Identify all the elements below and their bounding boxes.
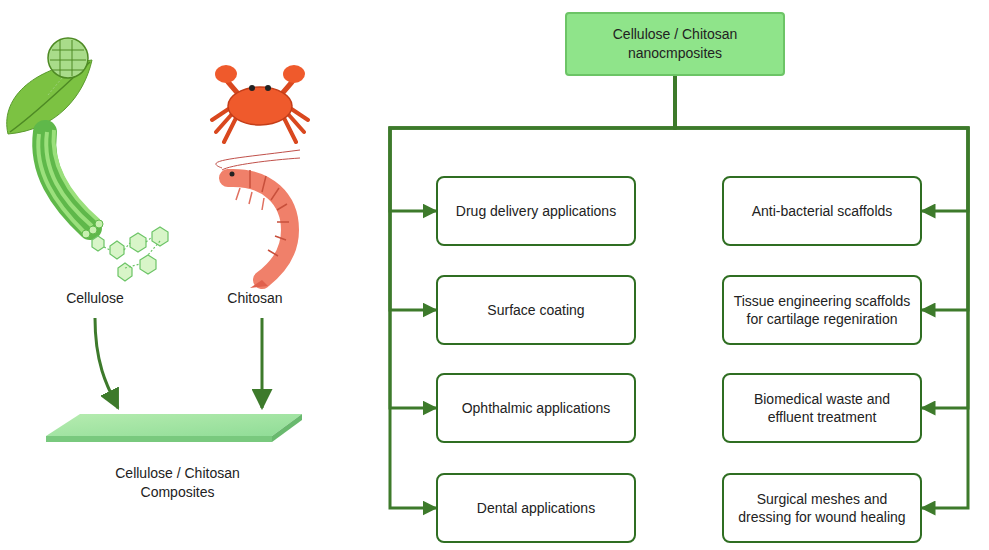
node-text: Surface coating: [487, 301, 584, 319]
glucose-ring: [130, 233, 146, 252]
node-text: Tissue engineering scaffolds for cartila…: [732, 292, 912, 328]
shrimp-tail: [250, 280, 268, 288]
source-label: Cellulose: [35, 290, 155, 306]
chain-bond: [104, 237, 160, 268]
node-text: Surgical meshes and dressing for wound h…: [732, 490, 912, 526]
cell-magnifier: [48, 38, 88, 78]
connector-arrow: [390, 76, 675, 408]
node-text: Cellulose / Chitosan nanocmposites: [597, 25, 753, 63]
shrimp-body: [228, 178, 290, 280]
shrimp-legs: [236, 188, 264, 210]
crab-illustration: [212, 65, 308, 142]
source-arrow: [95, 318, 118, 408]
shrimp-antenna: [222, 158, 300, 170]
connector-arrow: [675, 76, 968, 508]
application-box: Surface coating: [436, 275, 636, 345]
application-box: Surgical meshes and dressing for wound h…: [722, 473, 922, 543]
node-text: Drug delivery applications: [456, 202, 616, 220]
application-box: Anti-bacterial scaffolds: [722, 176, 922, 246]
connector-arrow: [390, 76, 675, 508]
node-text: Biomedical waste and effluent treatment: [732, 390, 912, 426]
application-box: Ophthalmic applications: [436, 373, 636, 443]
application-box: Tissue engineering scaffolds for cartila…: [722, 275, 922, 345]
crab-eye: [265, 85, 271, 91]
slab-front: [46, 436, 272, 442]
node-text: Anti-bacterial scaffolds: [752, 202, 893, 220]
root-box: Cellulose / Chitosan nanocmposites: [565, 12, 785, 76]
magnifier-line: [48, 78, 62, 95]
slab-side: [272, 414, 302, 442]
fibril-end: [95, 220, 103, 228]
application-box: Drug delivery applications: [436, 176, 636, 246]
leaf-illustration: [7, 38, 92, 134]
application-box: Dental applications: [436, 473, 636, 543]
crab-body: [228, 87, 292, 125]
shrimp-segments: [250, 170, 289, 256]
glucose-ring: [140, 255, 156, 274]
glucose-ring: [152, 227, 168, 246]
fibril: [53, 130, 99, 221]
shrimp-eye: [230, 172, 235, 177]
application-box: Biomedical waste and effluent treatment: [722, 373, 922, 443]
glucose-ring: [118, 263, 132, 281]
node-text: Ophthalmic applications: [462, 399, 611, 417]
crab-claw: [215, 65, 237, 83]
crab-eye: [249, 85, 255, 91]
source-arrow: [261, 318, 264, 408]
source-label: Chitosan: [195, 290, 315, 306]
shrimp-illustration: [216, 150, 300, 288]
crab-claw: [283, 65, 305, 83]
glucose-ring: [110, 241, 124, 259]
node-text: Cellulose / Chitosan Composites: [103, 464, 253, 502]
cell-walls: [50, 40, 86, 76]
slab-top: [46, 414, 302, 436]
fibril-end: [82, 230, 90, 238]
cellulose-molecule: [92, 227, 168, 281]
node-text: Dental applications: [477, 499, 595, 517]
glucose-ring: [92, 236, 104, 251]
cellulose-fiber: [38, 130, 103, 238]
composite-slab: Cellulose / Chitosan Composites: [40, 410, 315, 506]
connector-arrow: [675, 76, 968, 408]
